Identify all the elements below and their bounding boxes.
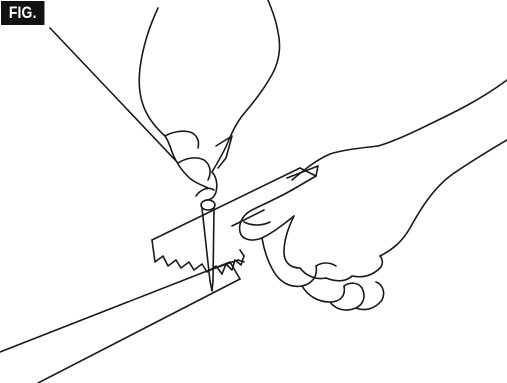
right-hand: [240, 80, 507, 310]
trim-board: [0, 260, 244, 383]
leader-line: [50, 28, 178, 163]
left-hand: [139, 0, 279, 200]
nail: [201, 200, 215, 291]
